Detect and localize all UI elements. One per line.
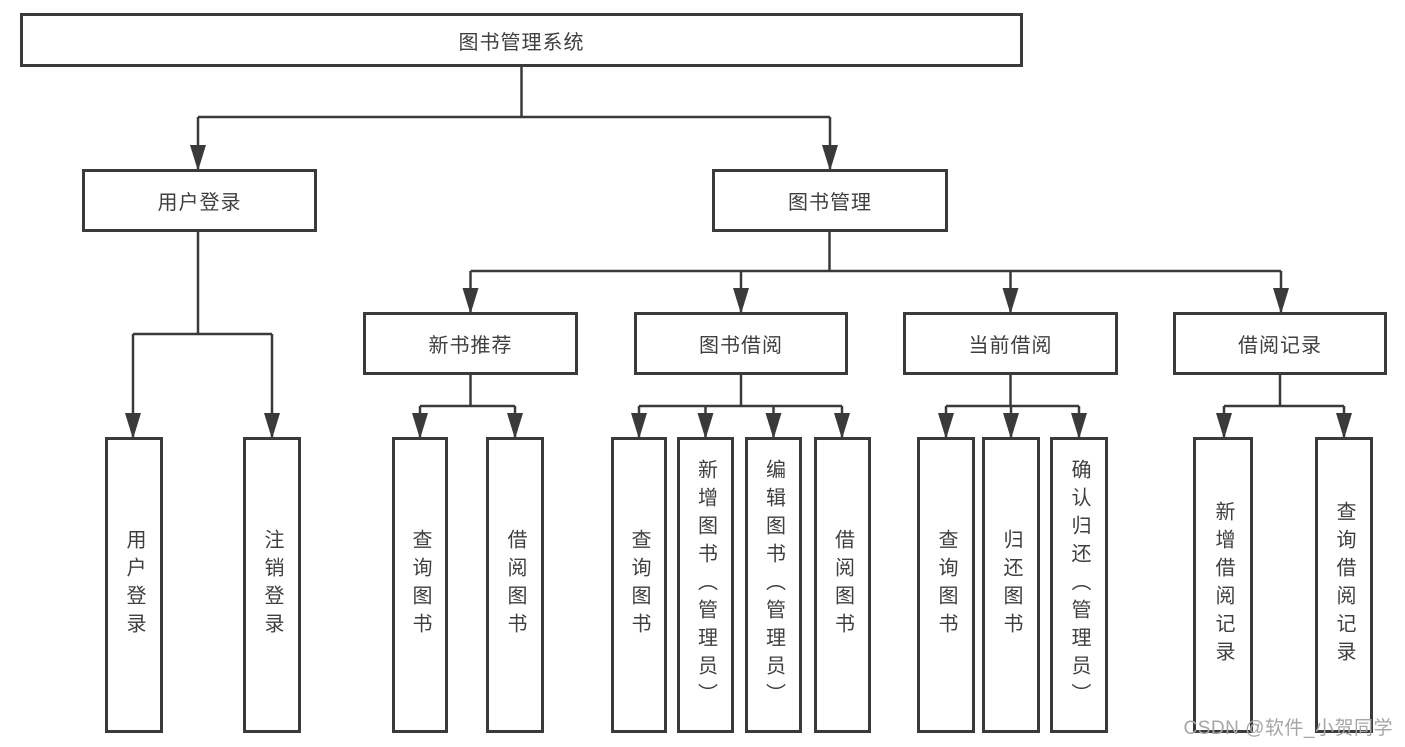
leaf-borrow-borrow-books: 借阅图书 [814, 437, 871, 733]
node-root: 图书管理系统 [20, 13, 1023, 67]
leaf-borrow-borrow-books-label: 借阅图书 [831, 529, 854, 641]
node-book-borrowing-label: 图书借阅 [699, 335, 783, 357]
node-current-borrowing: 当前借阅 [903, 312, 1118, 375]
node-root-label: 图书管理系统 [458, 31, 585, 54]
leaf-current-query-books: 查询图书 [917, 437, 975, 733]
leaf-borrow-add-books-admin: 新增图书（管理员） [677, 437, 734, 733]
node-user-login-label: 用户登录 [157, 192, 242, 214]
leaf-current-confirm-return-admin-label: 确认归还（管理员） [1068, 459, 1090, 711]
leaf-logout: 注销登录 [243, 437, 301, 733]
node-book-management: 图书管理 [712, 169, 948, 232]
leaf-borrow-edit-books-admin-label: 编辑图书（管理员） [762, 459, 785, 711]
node-book-management-label: 图书管理 [788, 192, 872, 214]
leaf-current-query-books-label: 查询图书 [935, 529, 957, 641]
leaf-borrow-query-books: 查询图书 [611, 437, 667, 733]
csdn-watermark: CSDN @软件_小贺同学 [1183, 718, 1393, 739]
leaf-user-login: 用户登录 [105, 437, 163, 733]
node-borrowing-records-label: 借阅记录 [1238, 335, 1322, 357]
node-current-borrowing-label: 当前借阅 [968, 335, 1053, 357]
leaf-recommend-borrow-books-label: 借阅图书 [504, 529, 526, 641]
leaf-user-login-label: 用户登录 [123, 529, 145, 641]
node-new-book-recommendation: 新书推荐 [363, 312, 578, 375]
node-borrowing-records: 借阅记录 [1173, 312, 1387, 375]
leaf-records-add-record-label: 新增借阅记录 [1212, 501, 1234, 669]
leaf-current-return-books: 归还图书 [982, 437, 1040, 733]
leaf-current-return-books-label: 归还图书 [1000, 529, 1022, 641]
node-new-book-recommendation-label: 新书推荐 [428, 335, 513, 357]
node-book-borrowing: 图书借阅 [634, 312, 848, 375]
leaf-current-confirm-return-admin: 确认归还（管理员） [1050, 437, 1108, 733]
leaf-logout-label: 注销登录 [261, 529, 283, 641]
leaf-records-query-record-label: 查询借阅记录 [1333, 501, 1355, 669]
leaf-recommend-query-books: 查询图书 [392, 437, 448, 733]
leaf-recommend-query-books-label: 查询图书 [409, 529, 431, 641]
leaf-records-add-record: 新增借阅记录 [1193, 437, 1253, 733]
leaf-recommend-borrow-books: 借阅图书 [486, 437, 544, 733]
node-user-login: 用户登录 [82, 169, 317, 232]
leaf-borrow-query-books-label: 查询图书 [628, 529, 650, 641]
leaf-borrow-edit-books-admin: 编辑图书（管理员） [745, 437, 802, 733]
leaf-borrow-add-books-admin-label: 新增图书（管理员） [694, 459, 717, 711]
leaf-records-query-record: 查询借阅记录 [1315, 437, 1373, 733]
